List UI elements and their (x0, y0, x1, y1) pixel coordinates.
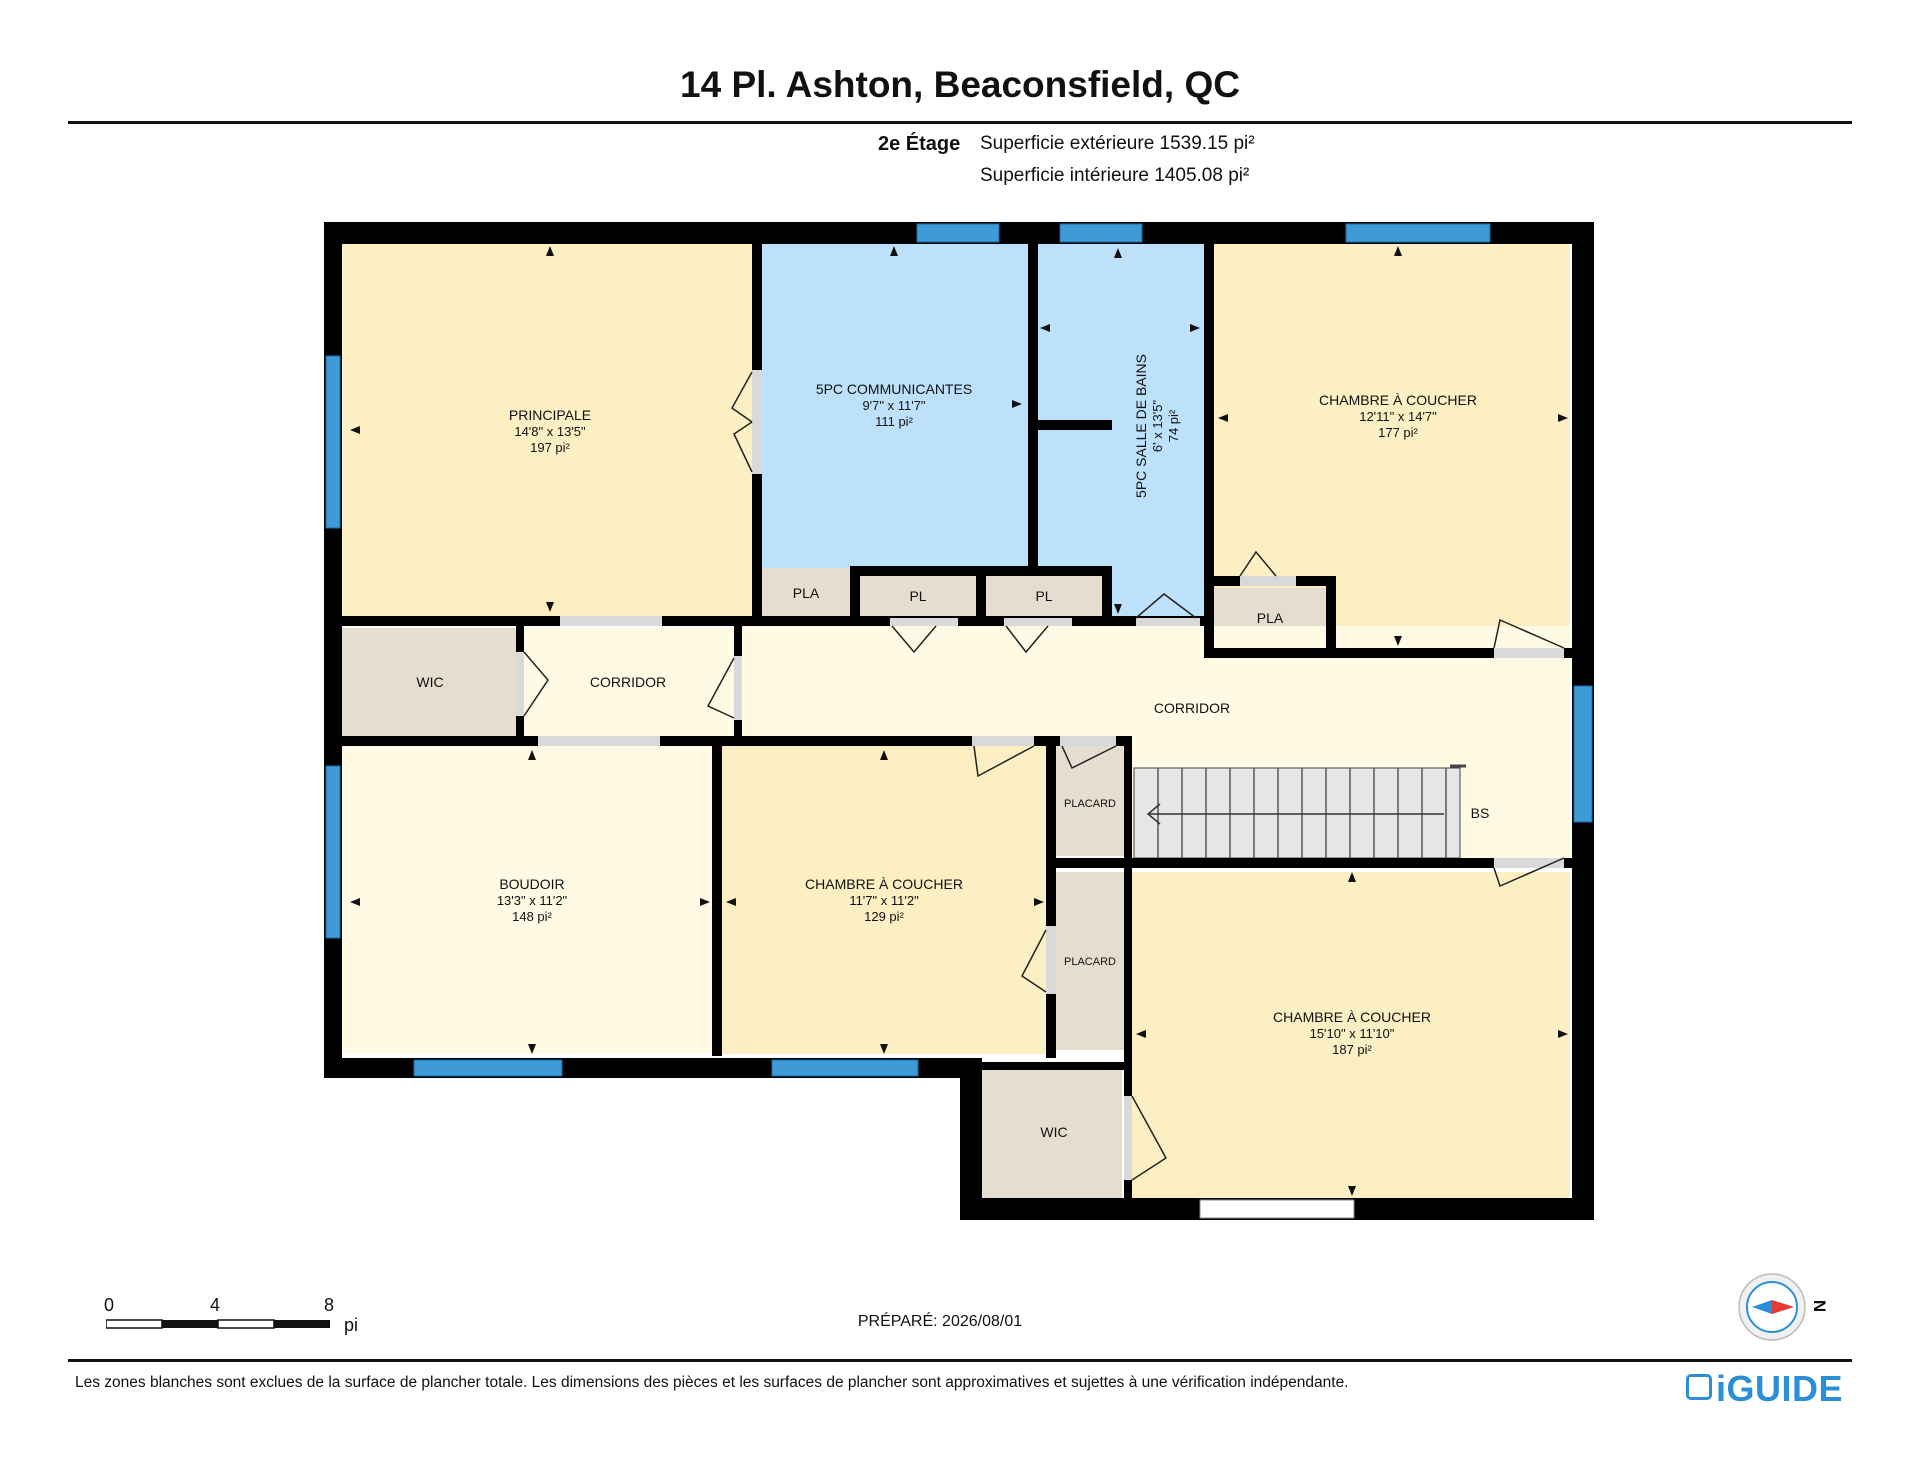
room-pla-left-label: PLA (793, 585, 820, 601)
compass-north-label: N (1810, 1299, 1830, 1313)
compass: N (1738, 1272, 1829, 1349)
room-principale-label: PRINCIPALE 14'8" x 13'5" 197 pi² (509, 407, 591, 455)
room-communicantes (762, 236, 1028, 568)
scale-label-0: 0 (104, 1295, 115, 1315)
room-area: 74 pi² (1166, 409, 1181, 442)
room-dims: 6' x 13'5" (1150, 400, 1165, 453)
room-name: CHAMBRE À COUCHER (805, 876, 963, 892)
room-placard-1 (1056, 744, 1124, 856)
prepared-date: PRÉPARÉ: 2026/08/01 (857, 1313, 1023, 1330)
room-boudoir-label: BOUDOIR 13'3" x 11'2" 148 pi² (497, 876, 568, 924)
scale-bar-graphic (106, 1319, 330, 1329)
room-dims: 13'3" x 11'2" (497, 893, 568, 908)
stairs-label: BS (1471, 805, 1490, 821)
iguide-logo-icon (1686, 1374, 1712, 1400)
footer-divider (68, 1359, 1852, 1362)
room-corridor-small (524, 628, 734, 736)
compass-icon (1738, 1273, 1806, 1341)
room-corridor-small-label: CORRIDOR (590, 674, 666, 690)
scale-unit: pi (344, 1315, 359, 1335)
room-dims: 14'8" x 13'5" (514, 424, 586, 439)
room-area: 111 pi² (875, 414, 913, 429)
scale-label-4: 4 (210, 1295, 221, 1315)
room-name: CHAMBRE À COUCHER (1319, 392, 1477, 408)
room-pl-2 (986, 575, 1102, 620)
room-salle-de-bains-label: 5PC SALLE DE BAINS 6' x 13'5" 74 pi² (1133, 354, 1181, 498)
page-title: 14 Pl. Ashton, Beaconsfield, QC (680, 64, 1240, 105)
room-boudoir (340, 746, 712, 1054)
room-area: 177 pi² (1378, 425, 1418, 440)
room-wic-top-label: WIC (416, 674, 443, 690)
room-dims: 11'7" x 11'2" (849, 893, 919, 908)
room-chambre-se (1132, 872, 1570, 1198)
room-placard-2 (1056, 872, 1124, 1050)
windows (325, 223, 1593, 1219)
room-placard-2-label: PLACARD (1064, 956, 1116, 968)
scale-label-8: 8 (324, 1295, 335, 1315)
room-corridor-main (742, 626, 1570, 744)
room-dims: 9'7" x 11'7" (862, 398, 925, 413)
room-name: BOUDOIR (499, 876, 564, 892)
room-area: 129 pi² (864, 909, 904, 924)
room-pl-1 (860, 575, 976, 620)
iguide-logo: iGUIDE (1716, 1368, 1844, 1409)
room-principale (340, 236, 752, 620)
room-communicantes-label: 5PC COMMUNICANTES 9'7" x 11'7" 111 pi² (816, 381, 972, 429)
disclaimer: Les zones blanches sont exclues de la su… (75, 1374, 1349, 1391)
door-swings (523, 371, 1565, 1181)
floor-label: 2e Étage (878, 133, 961, 155)
room-pla-right-label: PLA (1257, 610, 1284, 626)
room-dims: 12'11" x 14'7" (1359, 409, 1437, 424)
interior-area: Superficie intérieure 1405.08 pi² (980, 165, 1250, 186)
room-dims: 15'10" x 11'10" (1310, 1026, 1395, 1041)
room-area: 187 pi² (1332, 1042, 1372, 1057)
room-chambre-ne (1214, 236, 1570, 650)
room-wic-bottom-label: WIC (1040, 1124, 1067, 1140)
room-area: 148 pi² (512, 909, 552, 924)
door-openings (516, 370, 1564, 1180)
room-name: 5PC SALLE DE BAINS (1133, 354, 1149, 498)
staircase (1133, 764, 1466, 859)
room-pl-1-label: PL (909, 588, 926, 604)
room-chambre-mid-label: CHAMBRE À COUCHER 11'7" x 11'2" 129 pi² (805, 876, 963, 924)
room-placard-1-label: PLACARD (1064, 798, 1116, 810)
room-chambre-se-label: CHAMBRE À COUCHER 15'10" x 11'10" 187 pi… (1273, 1009, 1431, 1057)
room-area: 197 pi² (530, 440, 570, 455)
room-name: 5PC COMMUNICANTES (816, 381, 972, 397)
room-name: CHAMBRE À COUCHER (1273, 1009, 1431, 1025)
room-chambre-mid (722, 746, 1048, 1054)
title-divider (68, 121, 1852, 124)
room-wic-bottom (982, 1070, 1122, 1198)
room-chambre-ne-label: CHAMBRE À COUCHER 12'11" x 14'7" 177 pi² (1319, 392, 1477, 440)
room-pla-left (762, 568, 850, 620)
exterior-area: Superficie extérieure 1539.15 pi² (980, 133, 1255, 154)
room-corridor-main-label: CORRIDOR (1154, 700, 1230, 716)
dimension-markers (350, 246, 1568, 1196)
room-wic-top (340, 628, 516, 736)
room-name: PRINCIPALE (509, 407, 591, 423)
room-pl-2-label: PL (1035, 588, 1052, 604)
